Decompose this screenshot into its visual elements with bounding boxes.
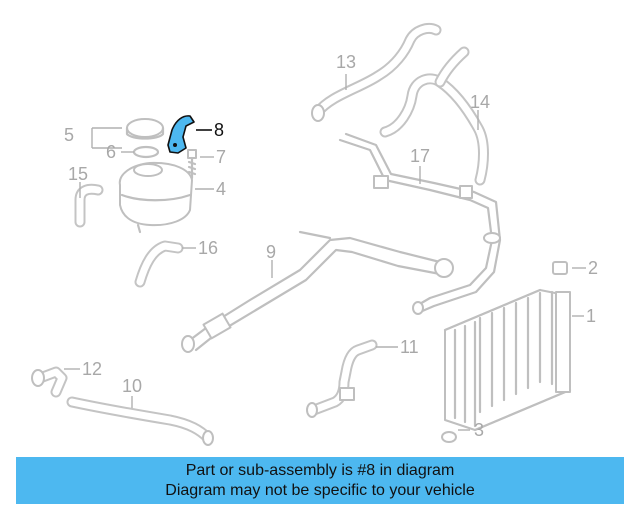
part-3-grommet <box>441 431 457 443</box>
part-9-pipe <box>181 230 454 353</box>
part-1-radiator <box>443 288 572 432</box>
callout-15[interactable]: 15 <box>68 164 88 184</box>
part-2-clip <box>552 261 568 275</box>
info-banner: Part or sub-assembly is #8 in diagram Di… <box>16 457 624 504</box>
part-6-seal <box>132 145 160 159</box>
part-10-hose <box>66 396 214 446</box>
banner-line-part: Part or sub-assembly is #8 in diagram <box>185 461 455 479</box>
callout-10[interactable]: 10 <box>122 376 142 396</box>
part-14-hose <box>379 46 489 186</box>
callout-5-bracket-line <box>91 127 122 149</box>
callout-11[interactable]: 11 <box>400 337 419 357</box>
part-11-hose <box>306 339 378 418</box>
part-7-bolt <box>187 149 197 180</box>
callout-2[interactable]: 2 <box>588 258 598 278</box>
part-16-hose <box>134 240 184 288</box>
part-15-hose <box>74 183 104 228</box>
banner-line-disclaimer: Diagram may not be specific to your vehi… <box>165 481 475 499</box>
callout-9[interactable]: 9 <box>266 242 276 262</box>
part-17-pipe <box>338 132 502 315</box>
callout-1[interactable]: 1 <box>586 306 596 326</box>
callout-3[interactable]: 3 <box>474 420 484 440</box>
part-5-cap <box>125 118 165 140</box>
callout-5[interactable]: 5 <box>64 125 74 145</box>
callout-6[interactable]: 6 <box>106 142 116 162</box>
parts-diagram: 5 6 7 4 15 16 13 14 17 9 2 1 11 12 10 3 … <box>31 22 598 446</box>
callout-16[interactable]: 16 <box>198 238 218 258</box>
callout-8-highlighted[interactable]: 8 <box>214 120 224 140</box>
part-8-highlighted[interactable] <box>167 115 195 154</box>
part-13-hose <box>311 22 442 122</box>
callout-7[interactable]: 7 <box>216 147 226 167</box>
part-4-tank <box>118 161 193 234</box>
callout-12[interactable]: 12 <box>82 359 102 379</box>
callout-17[interactable]: 17 <box>410 146 430 166</box>
callout-4[interactable]: 4 <box>216 179 226 199</box>
part-12-elbow <box>31 366 68 398</box>
callout-13[interactable]: 13 <box>336 52 356 72</box>
callout-14[interactable]: 14 <box>470 92 490 112</box>
